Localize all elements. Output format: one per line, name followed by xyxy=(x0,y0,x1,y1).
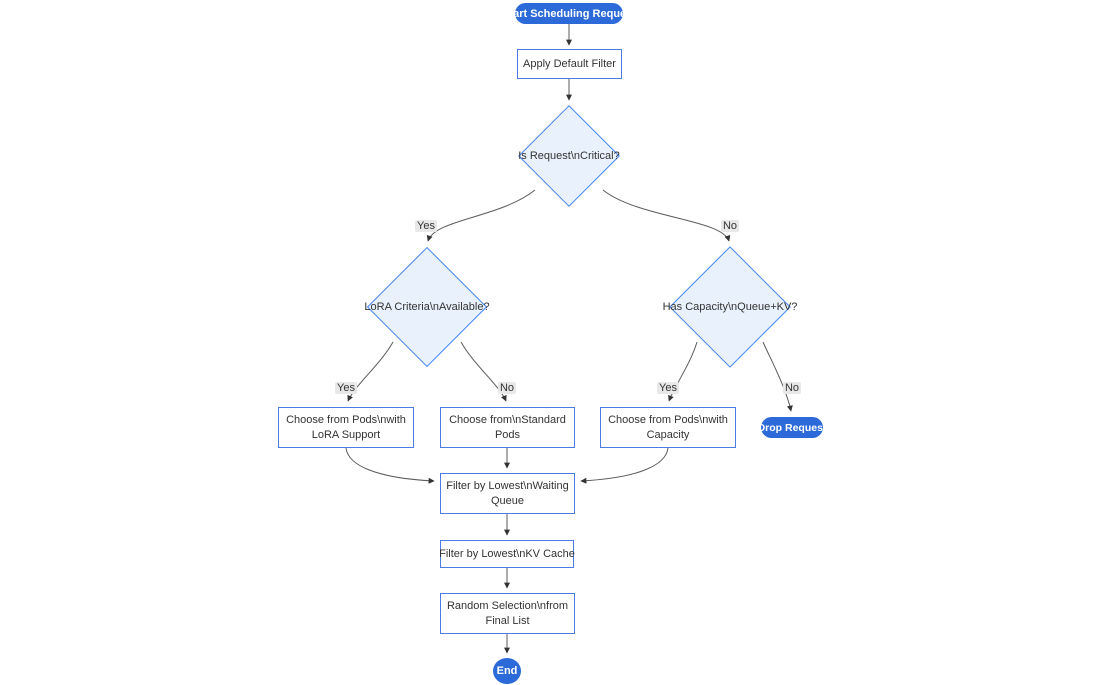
edge-label-lora-no: No xyxy=(497,382,517,394)
node-label: Apply Default Filter xyxy=(523,57,616,70)
edge-capacity-pods-to-filter xyxy=(580,447,669,484)
node-label-line: LoRA Support xyxy=(311,428,381,441)
edge-critical-no xyxy=(602,189,731,242)
edge-label-critical-no: No xyxy=(720,220,740,232)
edge-label-capacity-no: No xyxy=(782,382,802,394)
node-label-line: Choose from Pods\nwith xyxy=(608,414,728,427)
node-label-line: Queue xyxy=(490,494,525,507)
node-label-line: Choose from\nStandard xyxy=(449,414,566,427)
node-label-line: Pods xyxy=(494,428,521,441)
node-drop-request: Drop Request xyxy=(758,417,826,438)
node-label-line: Capacity xyxy=(646,428,690,441)
node-filter-waiting-queue: Filter by Lowest\nWaiting Queue xyxy=(440,473,575,514)
decision-label: Has Capacity\nQueue+KV? xyxy=(662,301,798,313)
node-label: Filter by Lowest\nKV Cache xyxy=(439,547,575,560)
node-choose-lora-pods: Choose from Pods\nwith LoRA Support xyxy=(278,407,414,448)
edge-critical-yes xyxy=(426,189,536,242)
edge-capacity-no xyxy=(762,341,793,412)
edge-label-critical-yes: Yes xyxy=(415,220,437,232)
decision-label: LoRA Criteria\nAvailable? xyxy=(364,301,490,313)
edge-lora-yes xyxy=(347,341,394,402)
node-end: End xyxy=(493,658,521,684)
node-filter-kv-cache: Filter by Lowest\nKV Cache xyxy=(439,540,575,568)
decision-has-capacity: Has Capacity\nQueue+KV? xyxy=(663,246,797,368)
decision-is-request-critical: Is Request\nCritical? xyxy=(517,104,621,207)
node-start: Start Scheduling Request xyxy=(502,3,636,24)
edge-label-capacity-yes: Yes xyxy=(657,382,679,394)
edge-capacity-yes xyxy=(668,341,698,402)
decision-label: Is Request\nCritical? xyxy=(518,149,620,162)
node-label-line: Choose from Pods\nwith xyxy=(286,414,406,427)
edge-lora-no xyxy=(460,341,507,402)
node-apply-default-filter: Apply Default Filter xyxy=(517,49,622,79)
node-choose-capacity-pods: Choose from Pods\nwith Capacity xyxy=(600,407,736,448)
edge-lora-pods-to-filter xyxy=(345,447,435,484)
node-label-line: Random Selection\nfrom xyxy=(446,600,569,613)
node-random-selection: Random Selection\nfrom Final List xyxy=(440,593,575,634)
node-label-line: Final List xyxy=(485,614,530,627)
edge-label-lora-yes: Yes xyxy=(335,382,357,394)
node-choose-standard-pods: Choose from\nStandard Pods xyxy=(440,407,575,448)
node-label-line: Filter by Lowest\nWaiting xyxy=(446,480,569,493)
decision-lora-criteria-available: LoRA Criteria\nAvailable? xyxy=(364,246,490,368)
